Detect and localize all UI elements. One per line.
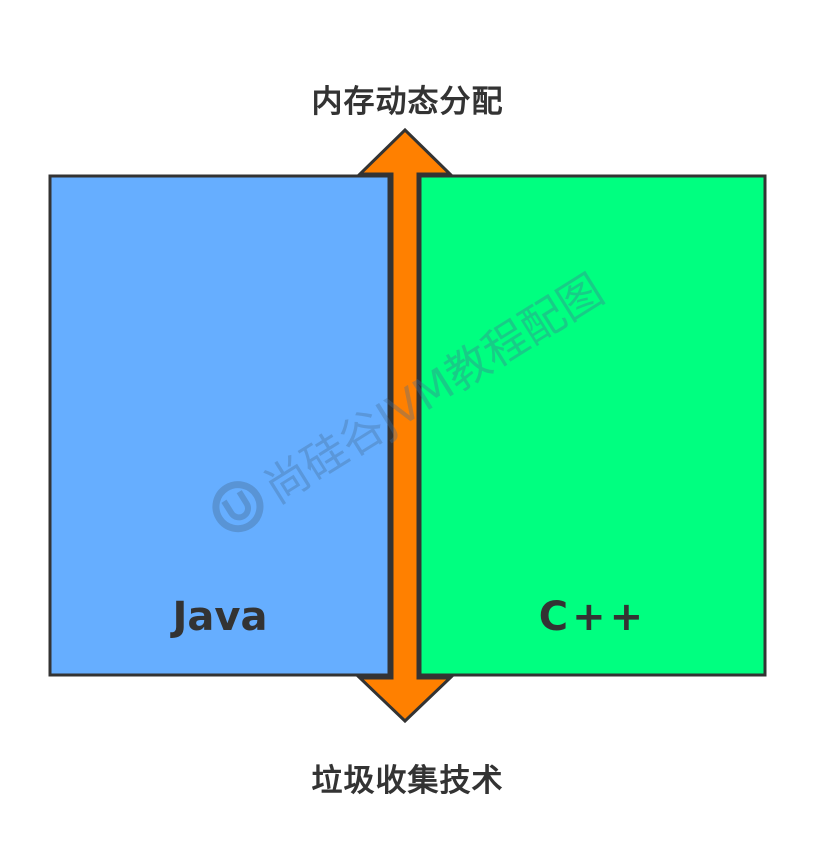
atguigu-logo-icon — [212, 481, 264, 533]
java-label: Java — [172, 594, 268, 640]
java-box — [48, 174, 391, 677]
double-arrow — [356, 127, 454, 724]
cpp-label: C++ — [538, 594, 648, 640]
top-label: 内存动态分配 — [311, 84, 504, 120]
bottom-label: 垃圾收集技术 — [311, 763, 504, 799]
watermark: 尚硅谷JVM教程配图 — [200, 246, 630, 546]
cpp-box — [418, 174, 767, 677]
